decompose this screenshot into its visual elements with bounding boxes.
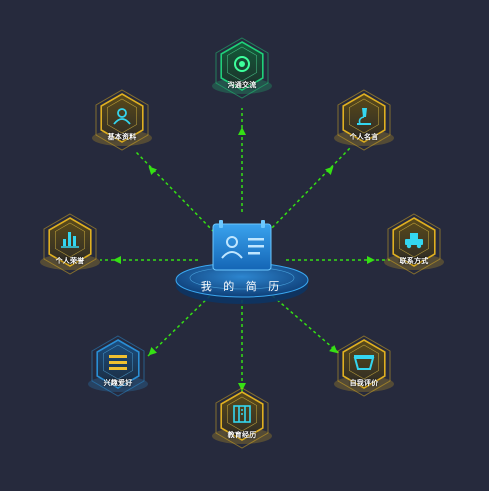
node-motto[interactable]: 个人名言 — [329, 86, 399, 156]
user-profile-icon — [113, 108, 131, 125]
node-label: 联系方式 — [399, 257, 429, 265]
node-label: 基本资料 — [107, 133, 137, 141]
basket-icon — [353, 355, 375, 370]
arrow-contact — [367, 256, 375, 264]
bar-chart-icon — [61, 232, 79, 248]
arrow-basic-info — [148, 166, 157, 175]
book-stack-icon — [233, 405, 251, 423]
node-basic-info[interactable]: 基本资料 — [87, 86, 157, 156]
node-achievements[interactable]: 个人荣誉 — [35, 210, 105, 280]
arrow-education — [238, 383, 246, 391]
connector-basic-info — [135, 151, 215, 233]
resume-id-card-icon — [212, 220, 272, 271]
node-self-evaluation[interactable]: 自我评价 — [329, 332, 399, 402]
vehicle-icon — [405, 233, 423, 249]
target-circle-icon — [234, 56, 250, 72]
arrow-motto — [325, 166, 334, 175]
microscope-icon — [357, 108, 371, 125]
arrow-communication — [238, 127, 246, 135]
node-label: 自我评价 — [349, 379, 379, 387]
node-label: 个人名言 — [349, 133, 379, 141]
connector-motto — [267, 147, 351, 233]
node-hobbies[interactable]: 兴趣爱好 — [83, 332, 153, 402]
node-label: 个人荣誉 — [55, 257, 85, 265]
arrow-achievements — [113, 256, 121, 264]
center-title[interactable]: 我 的 简 历 — [200, 280, 284, 293]
arrow-hobbies — [148, 347, 157, 356]
connector-self-evaluation — [267, 291, 341, 355]
arrow-self-evaluation — [329, 345, 338, 354]
node-label: 沟通交流 — [227, 81, 257, 89]
node-contact[interactable]: 联系方式 — [379, 210, 449, 280]
layers-icon — [109, 355, 127, 370]
node-label: 教育经历 — [227, 431, 257, 439]
node-communication[interactable]: 沟通交流 — [207, 34, 277, 104]
node-label: 兴趣爱好 — [103, 379, 133, 387]
node-education[interactable]: 教育经历 — [207, 384, 277, 454]
